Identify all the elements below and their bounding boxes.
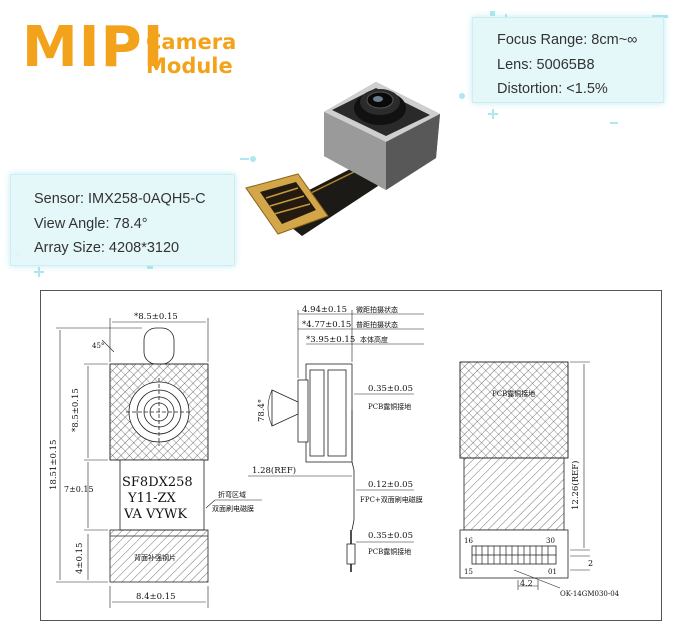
side-view bbox=[248, 310, 424, 572]
title-sub-line1: Camera bbox=[146, 30, 237, 54]
view-angle-text: View Angle: 78.4° bbox=[34, 215, 148, 232]
technical-drawing: *8.5±0.15 45° *8.5±0.15 18.51±0.15 7±0.1… bbox=[49, 305, 620, 608]
dim-side-2: *4.77±0.15 bbox=[302, 320, 351, 330]
marking-line3: VA VYWK bbox=[123, 507, 187, 522]
dim-angle-45: 45° bbox=[92, 342, 104, 350]
dim-4-2: 4.2 bbox=[520, 579, 533, 588]
dim-total-height: 18.51±0.15 bbox=[49, 440, 59, 490]
back-label: PCB露铜接地 bbox=[492, 389, 535, 398]
note-side-1: 微距拍摄状态 bbox=[356, 305, 398, 314]
dim-connector-height: 4±0.15 bbox=[75, 543, 85, 574]
view-angle-label: 78.4° bbox=[257, 399, 267, 422]
spec-panel-left: Sensor: IMX258-0AQH5-C View Angle: 78.4°… bbox=[10, 174, 235, 266]
dim-ref-128: 1.28(REF) bbox=[252, 465, 296, 476]
marking-line2: Y11-ZX bbox=[127, 491, 177, 506]
back-view bbox=[459, 361, 590, 590]
dim-side-3: *3.95±0.15 bbox=[306, 335, 355, 345]
dim-left-height: *8.5±0.15 bbox=[71, 388, 81, 432]
dim-pcb-1: 0.35±0.05 bbox=[368, 384, 413, 394]
title-mipi: MIPI bbox=[22, 15, 165, 80]
title-camera-module: Camera Module bbox=[146, 30, 236, 78]
dim-top-width: *8.5±0.15 bbox=[134, 312, 178, 322]
note-side-2: 普距拍摄状态 bbox=[356, 320, 398, 329]
camera-module-illustration bbox=[245, 82, 440, 236]
title-sub-line2: Module bbox=[146, 54, 233, 78]
pin-16: 16 bbox=[464, 537, 473, 545]
spec-panel-right: Focus Range: 8cm~∞ Lens: 50065B8 Distort… bbox=[472, 17, 664, 103]
sensor-text: Sensor: IMX258-0AQH5-C bbox=[34, 191, 206, 207]
marking-line1: SF8DX258 bbox=[122, 475, 193, 490]
note-pcb-1: PCB露铜接地 bbox=[368, 402, 411, 411]
pin-30: 30 bbox=[546, 537, 555, 545]
array-size-text: Array Size: 4208*3120 bbox=[34, 240, 180, 256]
front-view bbox=[56, 318, 262, 608]
dim-fpc-thk: 0.12±0.05 bbox=[368, 480, 413, 490]
note-fpc-thk: FPC+双面刷电磁膜 bbox=[360, 495, 423, 504]
connector-part: OK-14GM030-04 bbox=[560, 590, 620, 598]
pin-15: 15 bbox=[464, 568, 473, 576]
focus-range-text: Focus Range: 8cm~∞ bbox=[497, 32, 638, 48]
dim-ref-1226: 12.26(REF) bbox=[570, 461, 581, 510]
dim-fpc-length: 7±0.15 bbox=[64, 485, 94, 494]
note-stiffener: 背面补强钢片 bbox=[134, 553, 176, 562]
note-pcb-2: PCB露铜接地 bbox=[368, 547, 411, 556]
note-shield: 双面刷电磁膜 bbox=[212, 504, 254, 513]
dim-2: 2 bbox=[588, 559, 593, 568]
note-fold: 折弯区域 bbox=[218, 490, 246, 499]
dim-pcb-2: 0.35±0.05 bbox=[368, 531, 413, 541]
note-side-3: 本体高度 bbox=[360, 335, 388, 344]
dim-side-1: 4.94±0.15 bbox=[302, 305, 347, 315]
technical-drawing-frame bbox=[40, 290, 662, 621]
lens-text: Lens: 50065B8 bbox=[497, 56, 595, 73]
distortion-text: Distortion: <1.5% bbox=[497, 81, 608, 97]
pin-01: 01 bbox=[548, 568, 557, 576]
dim-bottom-width: 8.4±0.15 bbox=[136, 592, 176, 602]
